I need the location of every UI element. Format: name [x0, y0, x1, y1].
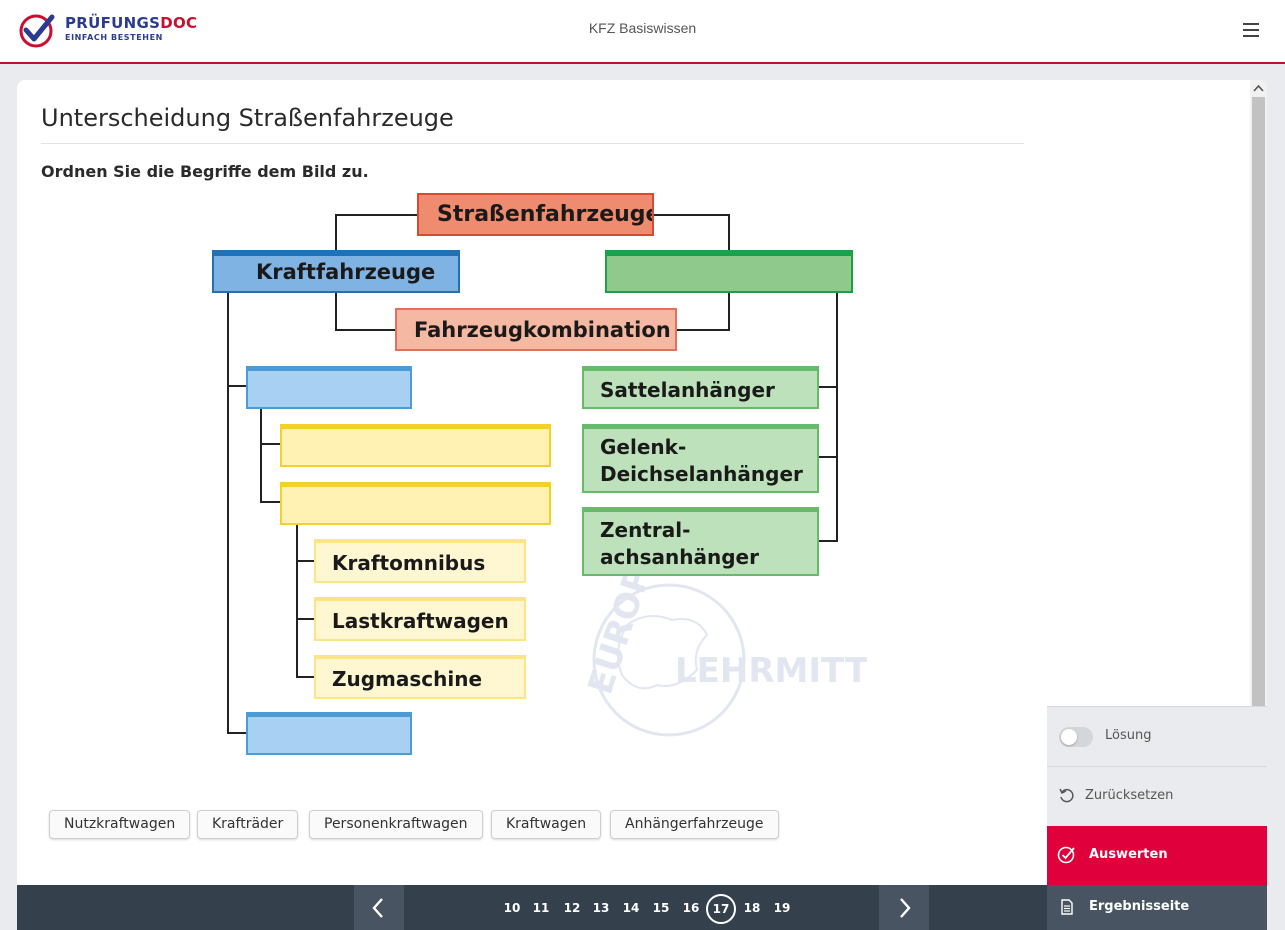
scroll-up-arrow-icon[interactable]	[1250, 80, 1267, 97]
box-zugmaschine: Zugmaschine	[314, 655, 526, 699]
watermark-lehrmittel: LEHRMITTEL	[675, 651, 867, 691]
vehicle-classification-diagram: EUROPA LEHRMITTEL Straßenfahrzeuge Kraft…	[17, 80, 1017, 800]
title-divider	[41, 143, 1024, 144]
box-strassenfahrzeuge: Straßenfahrzeuge	[417, 193, 654, 236]
page-number[interactable]: 13	[592, 901, 610, 915]
diagram-connector-lines	[227, 214, 838, 734]
page-number[interactable]: 10	[503, 901, 521, 915]
question-instruction: Ordnen Sie die Begriffe dem Bild zu.	[41, 162, 369, 181]
term-chip[interactable]: Personenkraftwagen	[309, 810, 483, 839]
dropzone-anhaengerfahrzeuge[interactable]	[605, 250, 853, 293]
box-kraftfahrzeuge: Kraftfahrzeuge	[212, 250, 460, 293]
solution-label: Lösung	[1105, 728, 1152, 743]
hamburger-menu-icon[interactable]	[1243, 23, 1259, 37]
scrollbar-thumb[interactable]	[1252, 97, 1265, 709]
europa-lehrmittel-watermark: EUROPA LEHRMITTEL	[580, 570, 867, 737]
dropzone-kraftwagen[interactable]	[246, 366, 412, 409]
evaluate-button[interactable]: Auswerten	[1047, 826, 1267, 885]
reset-button[interactable]: Zurücksetzen	[1047, 767, 1267, 826]
chevron-left-icon	[372, 898, 383, 918]
evaluate-label: Auswerten	[1089, 847, 1168, 862]
page-number[interactable]: 12	[563, 901, 581, 915]
page-number[interactable]: 18	[743, 901, 761, 915]
term-chip[interactable]: Krafträder	[197, 810, 299, 839]
page-title: Unterscheidung Straßenfahrzeuge	[41, 104, 454, 132]
box-fahrzeugkombination: Fahrzeugkombination	[395, 308, 677, 351]
results-page-button[interactable]: Ergebnisseite	[1047, 885, 1267, 930]
term-chip[interactable]: Nutzkraftwagen	[49, 810, 191, 839]
solution-toggle-row[interactable]: Lösung	[1047, 706, 1267, 767]
page-number[interactable]: 11	[532, 901, 550, 915]
next-question-button[interactable]	[879, 885, 929, 930]
watermark-europa: EUROPA	[580, 570, 666, 699]
undo-icon	[1059, 788, 1074, 803]
results-label: Ergebnisseite	[1089, 899, 1190, 914]
checkmark-logo-icon	[19, 14, 55, 48]
logo-title: PRÜFUNGSDOC	[65, 14, 198, 32]
page-number[interactable]: 14	[622, 901, 640, 915]
pruefungsdoc-logo[interactable]: PRÜFUNGSDOC EINFACH BESTEHEN	[18, 11, 208, 49]
dropzone-nutzkraftwagen[interactable]	[280, 482, 551, 525]
logo-subtitle: EINFACH BESTEHEN	[65, 33, 163, 42]
box-zentralachsanhaenger: Zentral- achsanhänger	[582, 507, 819, 576]
check-circle-icon	[1057, 846, 1075, 864]
action-panel: Lösung Zurücksetzen Auswerten Ergebnisse…	[1047, 706, 1267, 930]
course-title: KFZ Basiswissen	[588, 20, 697, 36]
document-icon	[1061, 899, 1073, 915]
page-number[interactable]: 16	[682, 901, 700, 915]
page-number[interactable]: 15	[652, 901, 670, 915]
reset-label: Zurücksetzen	[1085, 788, 1174, 803]
box-gelenk-deichselanhaenger: Gelenk- Deichselanhänger	[582, 424, 819, 493]
app-header: PRÜFUNGSDOC EINFACH BESTEHEN KFZ Basiswi…	[0, 0, 1285, 64]
dropzone-kraftraeder[interactable]	[246, 712, 412, 755]
box-lastkraftwagen: Lastkraftwagen	[314, 597, 526, 641]
current-page-number[interactable]: 17	[706, 894, 736, 924]
term-chip[interactable]: Anhängerfahrzeuge	[610, 810, 779, 839]
box-sattelanhaenger: Sattelanhänger	[582, 366, 819, 409]
box-kraftomnibus: Kraftomnibus	[314, 539, 526, 583]
page-number[interactable]: 19	[773, 901, 791, 915]
dropzone-personenkraftwagen[interactable]	[280, 424, 551, 467]
previous-question-button[interactable]	[354, 885, 404, 930]
term-chip[interactable]: Kraftwagen	[491, 810, 602, 839]
solution-toggle-switch[interactable]	[1059, 727, 1093, 747]
chevron-right-icon	[900, 898, 911, 918]
